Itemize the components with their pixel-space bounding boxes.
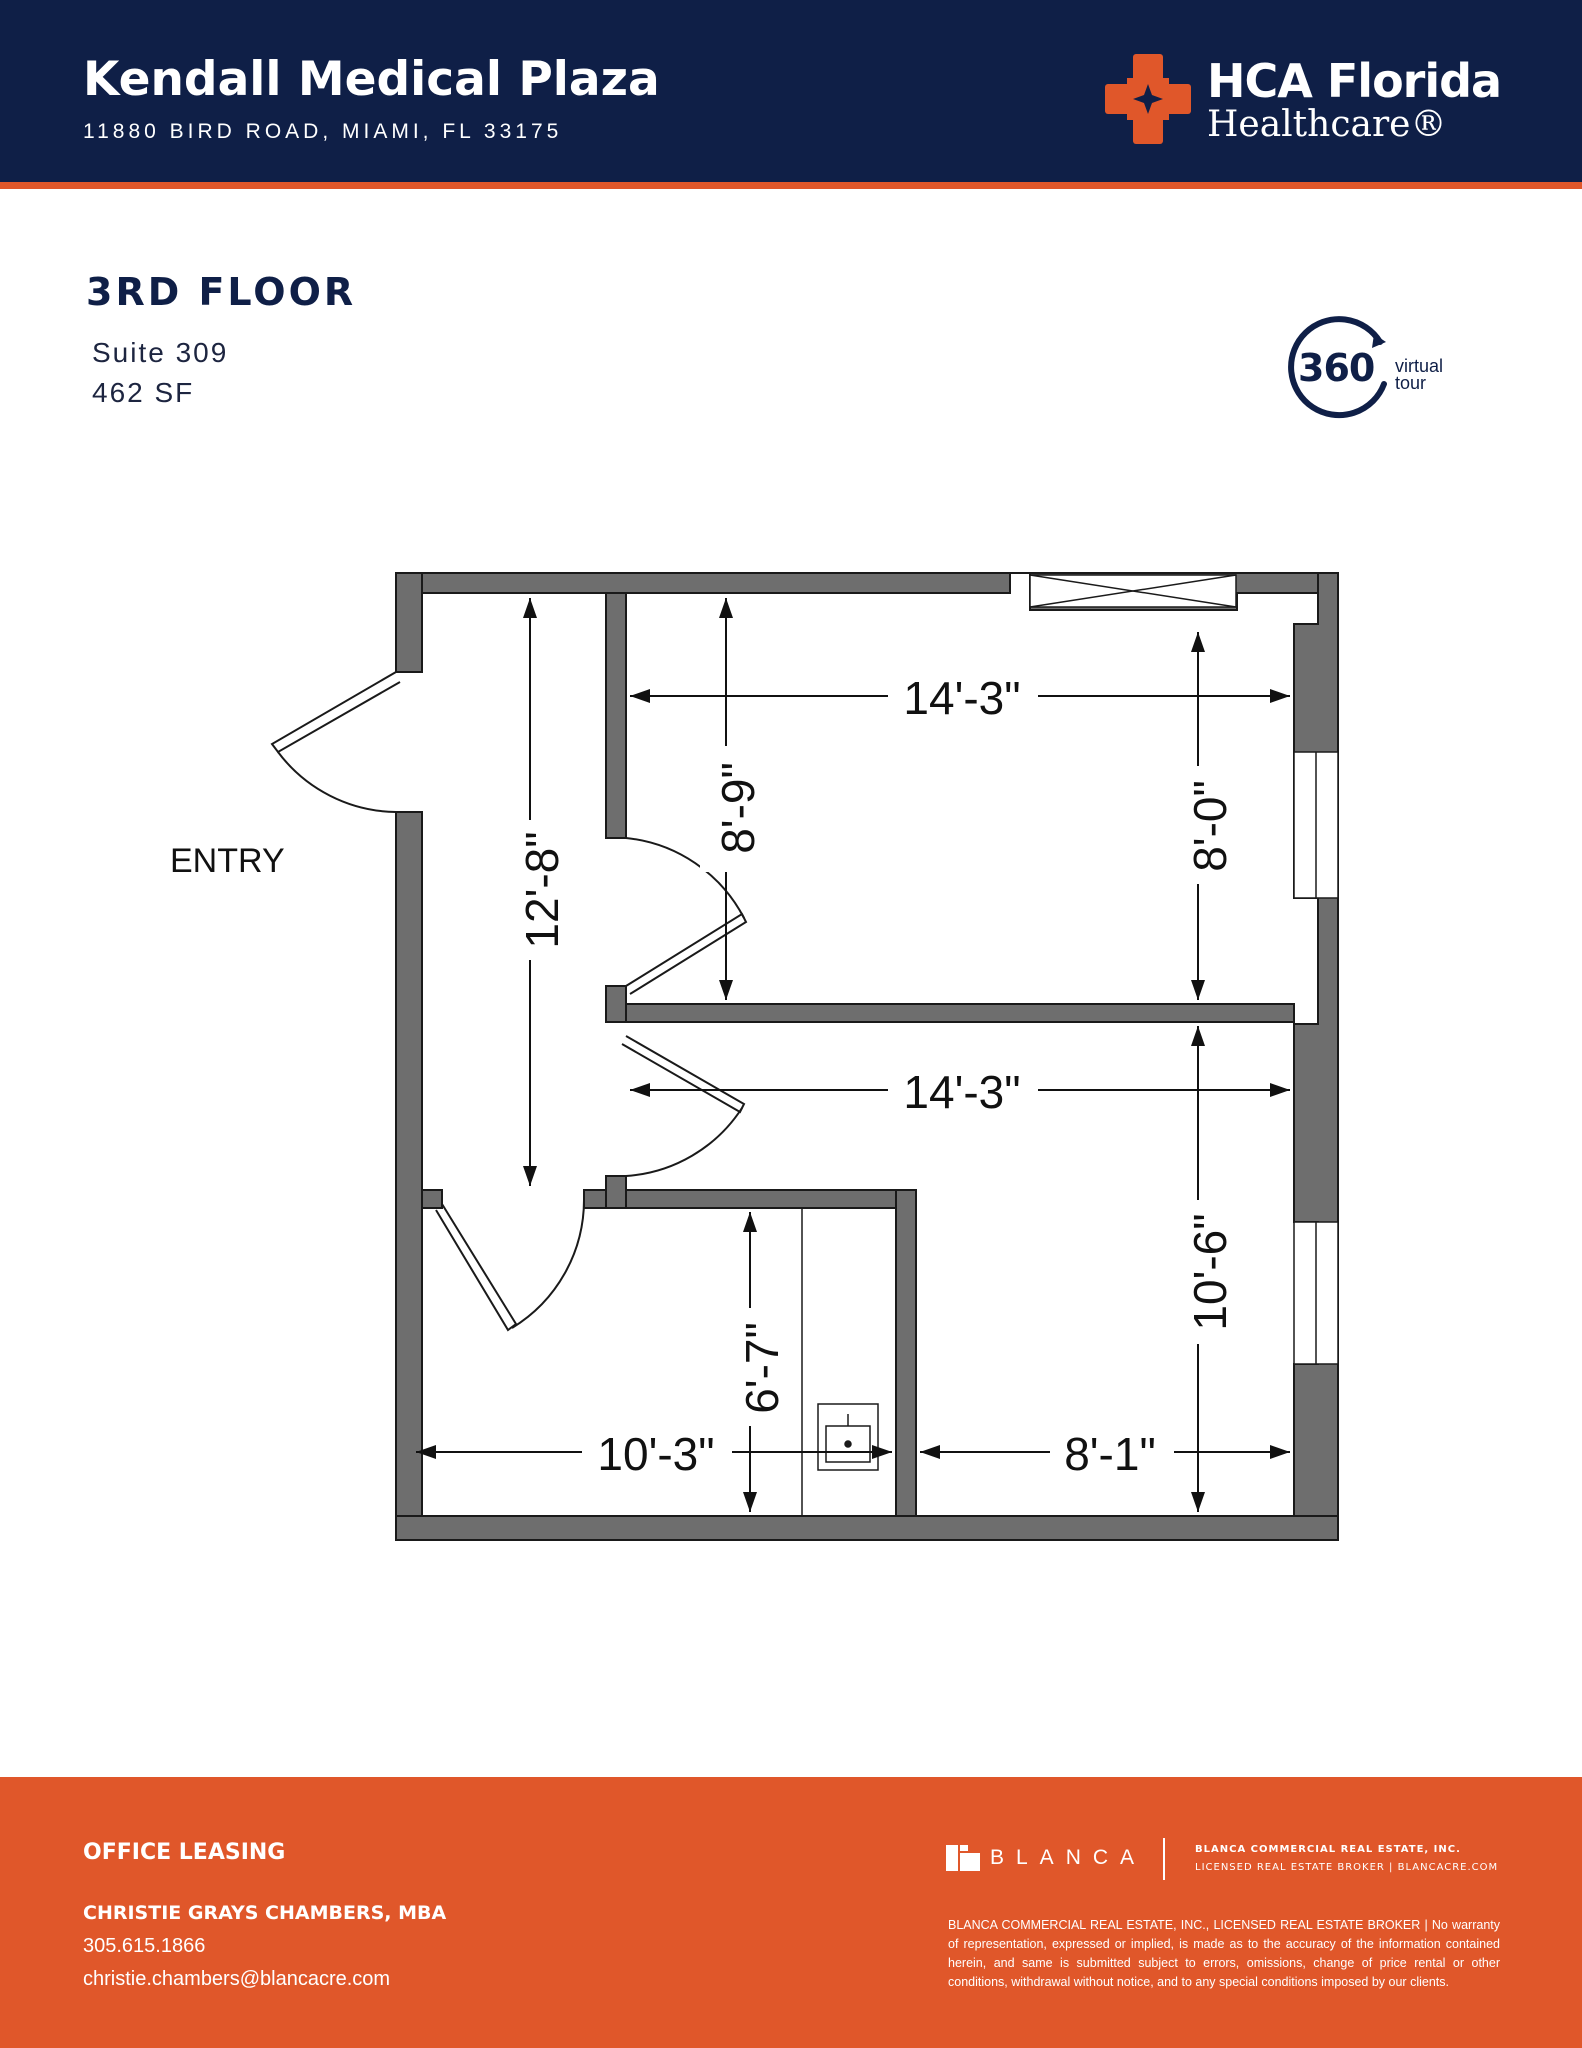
floor-title: 3RD FLOOR bbox=[86, 270, 357, 314]
suite-name: Suite 309 bbox=[92, 337, 229, 368]
dim-room1-width: 14'-3" bbox=[903, 672, 1020, 724]
dim-corridor-length: 12'-8" bbox=[516, 831, 568, 948]
logo-text-line1: HCA Florida bbox=[1207, 54, 1502, 108]
virtual-tour-badge[interactable]: 360 virtual tour bbox=[1288, 312, 1458, 422]
ceiling-vent bbox=[1029, 574, 1237, 608]
tour-word-tour: tour bbox=[1395, 373, 1427, 393]
blanca-logo-icon bbox=[946, 1845, 980, 1871]
floor-plan: 12'-8" 14'-3" 8'-9" 8'-0" 14'-3" 10'-6" … bbox=[170, 572, 1339, 1541]
header-accent-stripe bbox=[0, 182, 1582, 189]
360-tour-icon bbox=[1288, 316, 1387, 419]
brokerage-license[interactable]: LICENSED REAL ESTATE BROKER | BLANCACRE.… bbox=[1195, 1862, 1499, 1873]
entry-label: ENTRY bbox=[170, 842, 285, 880]
suite-area: 462 SF bbox=[92, 377, 195, 408]
entry-door bbox=[270, 671, 401, 813]
windows bbox=[1293, 751, 1339, 1365]
dim-room2-lower-width: 8'-1" bbox=[1064, 1428, 1156, 1480]
hca-logo: HCA Florida Healthcare® bbox=[1105, 54, 1505, 150]
brokerage-name: BLANCA COMMERCIAL REAL ESTATE, INC. bbox=[1195, 1844, 1461, 1855]
dim-room1-depth-left: 8'-9" bbox=[712, 762, 764, 854]
hca-cross-icon bbox=[1105, 54, 1191, 144]
logo-text-line2: Healthcare® bbox=[1207, 104, 1447, 145]
property-address: 11880 BIRD ROAD, MIAMI, FL 33175 bbox=[83, 120, 563, 143]
legal-disclaimer: BLANCA COMMERCIAL REAL ESTATE, INC., LIC… bbox=[948, 1918, 1500, 1989]
blanca-wordmark: BLANCA bbox=[990, 1846, 1147, 1869]
sink-counter bbox=[801, 1208, 879, 1516]
property-name: Kendall Medical Plaza bbox=[83, 52, 660, 107]
leasing-title: OFFICE LEASING bbox=[83, 1840, 286, 1865]
logo-divider bbox=[1163, 1838, 1165, 1880]
header-bar bbox=[0, 0, 1582, 182]
agent-name: CHRISTIE GRAYS CHAMBERS, MBA bbox=[83, 1902, 447, 1924]
dim-room2-width: 14'-3" bbox=[903, 1066, 1020, 1118]
dim-room3-width: 10'-3" bbox=[597, 1428, 714, 1480]
dim-room1-depth-right: 8'-0" bbox=[1184, 780, 1236, 872]
dim-room2-depth: 10'-6" bbox=[1184, 1213, 1236, 1330]
tour-number: 360 bbox=[1298, 346, 1375, 390]
dimension-lines bbox=[416, 598, 1290, 1512]
room1-door bbox=[625, 837, 748, 995]
dimension-labels: 12'-8" 14'-3" 8'-9" 8'-0" 14'-3" 10'-6" … bbox=[496, 670, 1236, 1480]
dim-room3-depth: 6'-7" bbox=[736, 1322, 788, 1414]
tour-word-virtual: virtual bbox=[1395, 356, 1444, 376]
agent-phone-link[interactable]: 305.615.1866 bbox=[83, 1935, 206, 1957]
footer-bar bbox=[0, 1777, 1582, 2048]
walls bbox=[395, 572, 1339, 1541]
room3-door bbox=[435, 1199, 585, 1332]
room2-door bbox=[621, 1035, 746, 1177]
agent-email-link[interactable]: christie.chambers@blancacre.com bbox=[83, 1968, 391, 1990]
